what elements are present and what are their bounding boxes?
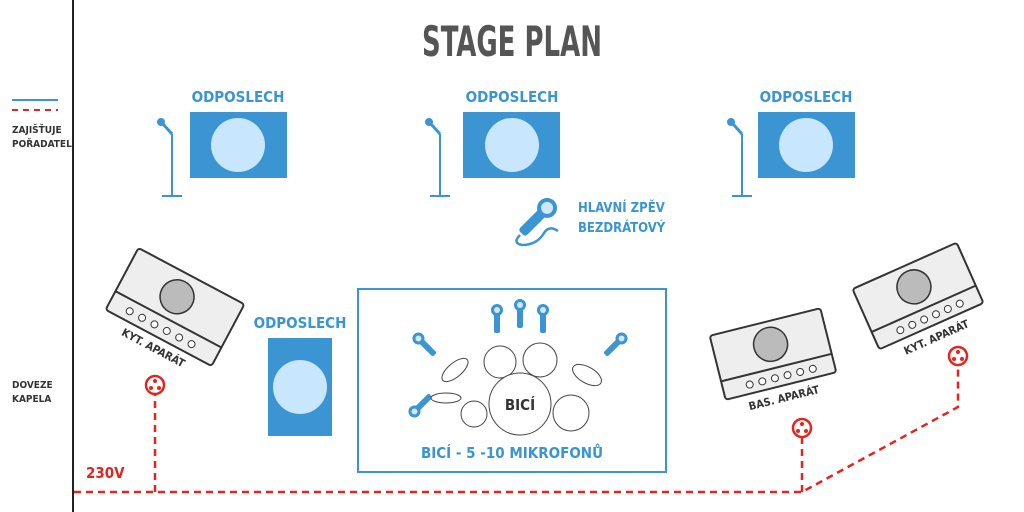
wireless-mic-icon — [515, 197, 559, 247]
cymbal — [572, 363, 602, 387]
drum-mic-icon — [603, 332, 628, 357]
amp-speaker — [159, 279, 195, 315]
mic-stand-icon — [725, 116, 754, 198]
monitor-speaker — [485, 118, 539, 172]
amp-speaker — [752, 326, 789, 363]
drum-mic-icon — [514, 299, 526, 328]
legend-band-line1: DOVEZE — [12, 380, 53, 391]
monitor-speaker — [211, 118, 265, 172]
monitor-speaker — [273, 360, 327, 414]
guitar-amp-right: KYT. APARÁT — [852, 242, 984, 358]
drum-area: BICÍ BICÍ - 5 -10 MIKROFONŮ — [357, 288, 667, 473]
tom — [522, 342, 558, 378]
amp-speaker — [896, 269, 932, 305]
drum-caption: BICÍ - 5 -10 MIKROFONŮ — [421, 442, 603, 462]
drum-kit-label: BICÍ — [505, 395, 535, 414]
monitor-top-center: ODPOSLECH — [463, 88, 560, 178]
legend-band-line2: KAPELA — [12, 394, 51, 405]
monitor-label: ODPOSLECH — [760, 88, 853, 106]
power-socket-icon — [791, 417, 813, 439]
guitar-amp-left: KYT. APARÁT — [105, 247, 245, 370]
snare — [460, 400, 488, 428]
monitor-side: ODPOSLECH — [254, 314, 347, 436]
monitor-top-left: ODPOSLECH — [190, 88, 287, 178]
tom — [483, 345, 517, 379]
lead-vocal-line2: BEZDRÁTOVÝ — [578, 220, 666, 236]
drum-riser — [357, 288, 667, 473]
power-socket-icon — [947, 345, 969, 367]
mic-stand-icon — [423, 116, 452, 198]
monitor-speaker — [779, 118, 833, 172]
drum-mic-icon — [408, 393, 433, 418]
drum-mic-icon — [491, 304, 503, 333]
legend: ZAJIŠŤUJE POŘADATEL DOVEZE KAPELA — [12, 99, 72, 405]
page-title: STAGE PLAN — [422, 17, 602, 66]
bass-amp: BAS. APARÁT — [709, 307, 837, 413]
cymbal — [441, 357, 469, 383]
power-label: 230V — [86, 464, 125, 482]
hihat — [430, 392, 462, 404]
drum-mic-icon — [412, 332, 437, 357]
power-socket-icon — [144, 374, 166, 396]
floor-tom — [552, 394, 590, 432]
monitor-label: ODPOSLECH — [192, 88, 285, 106]
mic-stand-icon — [155, 116, 184, 198]
power-lines — [74, 365, 960, 494]
monitor-top-right: ODPOSLECH — [758, 88, 855, 178]
bass-drum — [488, 372, 552, 436]
monitor-label: ODPOSLECH — [466, 88, 559, 106]
drum-mic-icon — [537, 304, 549, 333]
lead-vocal-line1: HLAVNÍ ZPĚV — [578, 200, 665, 216]
monitor-label: ODPOSLECH — [254, 314, 347, 332]
legend-organizer-line2: POŘADATEL — [12, 137, 72, 150]
legend-organizer-line1: ZAJIŠŤUJE — [12, 123, 62, 136]
